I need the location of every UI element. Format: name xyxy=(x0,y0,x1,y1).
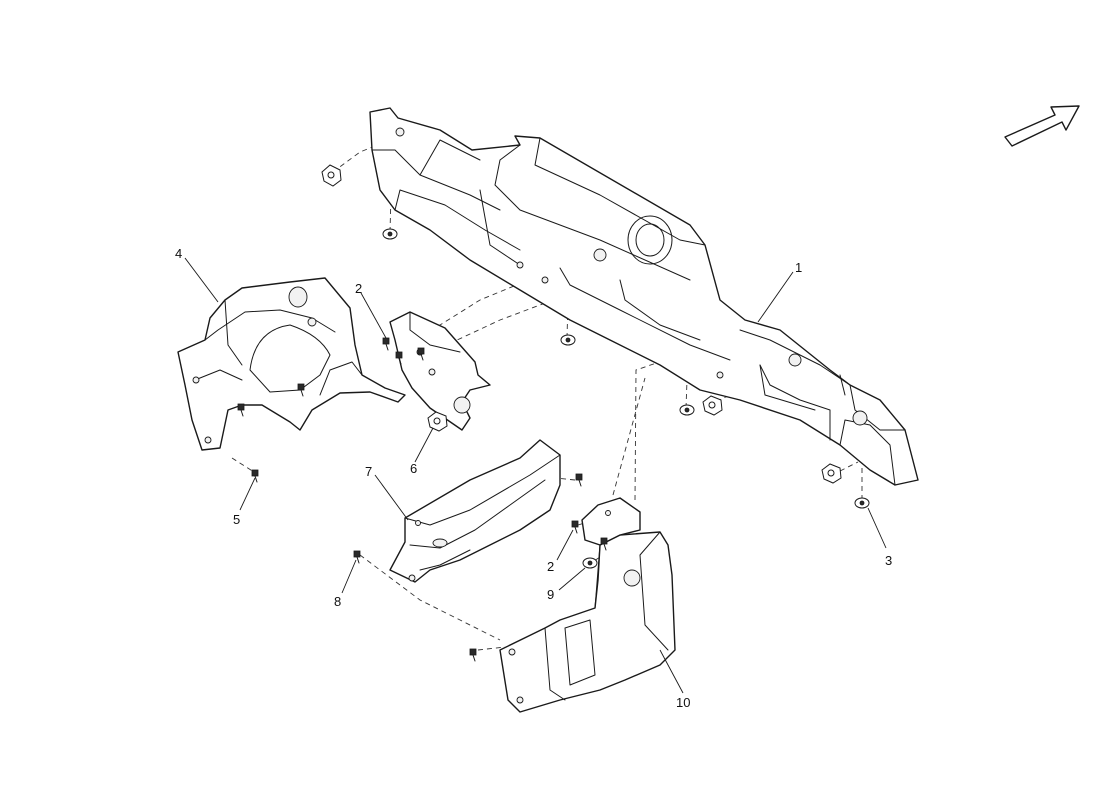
nut-icon xyxy=(821,463,842,484)
screw-icon xyxy=(469,648,477,662)
callout-leader-lines xyxy=(184,257,887,694)
callout-2-lower: 2 xyxy=(547,559,554,574)
callout-5: 5 xyxy=(233,512,240,527)
part-4-left-shield xyxy=(177,277,406,451)
fastener-hardware xyxy=(237,164,870,662)
callout-6: 6 xyxy=(410,461,417,476)
clip-icon xyxy=(854,497,870,509)
screw-icon xyxy=(571,520,579,534)
callout-9: 9 xyxy=(547,587,554,602)
nut-icon xyxy=(427,411,448,432)
callout-labels: 1 2 2 3 4 5 6 7 8 9 10 xyxy=(175,246,892,710)
callout-7: 7 xyxy=(365,464,372,479)
callout-8: 8 xyxy=(334,594,341,609)
callout-2-upper: 2 xyxy=(355,281,362,296)
screw-icon xyxy=(575,473,583,487)
part-10-lower-shield xyxy=(499,497,676,713)
screw-icon xyxy=(382,337,390,351)
part-7-center-bracket xyxy=(389,439,561,583)
screw-icon xyxy=(237,403,245,417)
part-4-bracket xyxy=(389,311,491,431)
clip-icon xyxy=(382,228,398,240)
screw-icon xyxy=(353,550,361,564)
screw-icon xyxy=(417,347,425,361)
direction-arrow-icon xyxy=(1004,105,1080,147)
screw-icon xyxy=(251,469,259,483)
screw-icon xyxy=(297,383,305,397)
clip-icon xyxy=(582,557,598,569)
nut-icon xyxy=(321,164,342,187)
screw-icon xyxy=(600,537,608,551)
clip-icon xyxy=(679,404,695,416)
callout-3: 3 xyxy=(885,553,892,568)
screw-icon xyxy=(395,351,403,365)
callout-4: 4 xyxy=(175,246,182,261)
callout-1: 1 xyxy=(795,260,802,275)
callout-10: 10 xyxy=(676,695,690,710)
clip-icon xyxy=(560,334,576,346)
nut-icon xyxy=(702,395,723,416)
part-1-crossmember-panel xyxy=(369,107,919,486)
